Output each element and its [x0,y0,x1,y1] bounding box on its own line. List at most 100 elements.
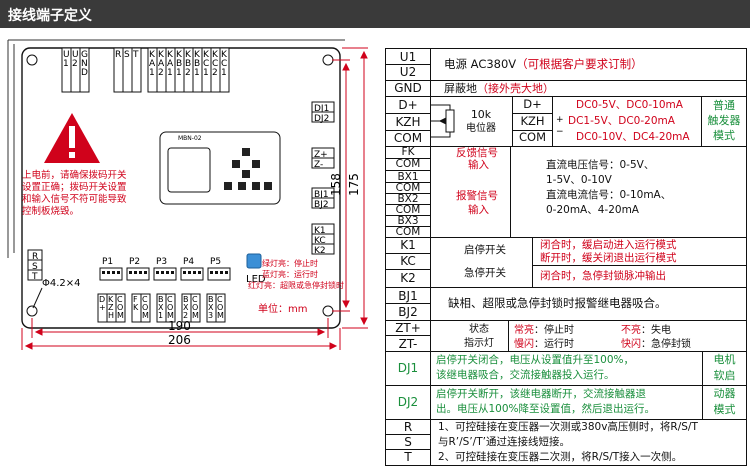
dj2-desc-1: 启停开关断开，该继电器断开，交流接触器退 [436,388,646,400]
bottom-terminal-char: K [108,295,114,304]
label-kzh: KZH [395,115,421,129]
top-terminal-char: 2 [72,59,78,69]
bottom-terminal-char: C [217,295,223,304]
label-bx3: BX3 [397,215,419,227]
led-fast: 快闪：急停封锁 [621,339,691,350]
right-terminal-label: BJ2 [314,200,329,210]
right-terminal-label: DJ2 [314,114,329,124]
led-label: LED [246,274,266,285]
top-terminal-char: K [149,50,156,60]
top-terminal-char: S [124,50,130,60]
bottom-terminal-8 [190,293,201,323]
label-com-1: COM [393,131,423,145]
left-terminal-2 [27,269,43,281]
dip-switch-0 [99,267,123,281]
warning-line-1: 上电前，请确保拨码开关 [22,169,127,181]
dip-label: P2 [129,257,140,267]
label-dj2: DJ2 [397,395,419,409]
top-terminal-char: A [167,59,174,69]
dimension-lines [21,47,368,350]
dim-206: 206 [168,333,191,347]
top-terminal-char: 1 [203,68,209,78]
pot-name: 电位器 [466,123,496,134]
top-terminal-2 [79,47,90,93]
signal-desc-1: 直流电压信号：0-5V、 [546,159,655,171]
bottom-terminal-char: H [108,311,114,320]
bottom-terminal-char: X [208,303,214,312]
mode-normal-1: 普通 [713,99,735,112]
right-terminal-label: Z+ [314,150,328,160]
bottom-terminal-char: B [183,295,189,304]
module-keypad [224,148,272,190]
right-terminal-3 [311,157,335,169]
label-u2: U2 [399,65,417,79]
status-led-name-1: 状态 [469,324,489,335]
bottom-terminal-char: O [167,303,173,312]
unit-label: 单位：mm [258,302,307,315]
right-terminal-label: K2 [314,246,326,256]
top-terminal-char: C [212,59,218,69]
label-gnd: GND [394,81,422,95]
gnd-text: 屏蔽地（接外壳大地） [444,82,554,95]
led-legend-3: 红灯亮：超限或急停封锁时 [248,280,344,290]
motor-mode-4: 模式 [713,403,736,416]
bottom-terminal-char: + [99,303,106,312]
top-terminal-char: R [115,50,121,60]
top-terminal-char: N [81,59,88,69]
top-terminal-char: K [194,50,201,60]
label-fk: FK [401,146,415,158]
label-kc: KC [400,254,416,268]
label-k2: K2 [400,271,416,285]
bottom-terminal-char: X [183,303,189,312]
label-com-bx1: COM [395,182,421,194]
dip-label: P1 [102,257,113,267]
signal-polarity-marks: +− [556,115,564,137]
signal-desc-4: 0-20mA、4-20mA [546,204,639,216]
mount-hole [26,305,38,317]
start-stop-switch: 启停开关 [464,244,506,256]
right-terminal-label: K1 [314,226,326,236]
dj2-desc-2: 出。电压从100%降至设置值，然后退出运行。 [436,403,656,415]
top-terminal-char: B [176,59,182,69]
top-terminal-char: A [158,59,165,69]
label-t: T [404,450,412,464]
svg-text:+: + [556,115,564,125]
bottom-terminal-char: C [167,295,173,304]
right-terminal-8 [311,243,335,255]
warning-line-4: 控制板烧毁。 [22,205,79,217]
mount-hole [322,54,334,66]
dip-label: P5 [210,257,221,267]
top-terminal-char: K [212,50,219,60]
led-normal: 常亮：停止时 [514,325,574,336]
right-terminal-5 [311,197,335,209]
motor-mode-1: 电机 [713,353,736,366]
bottom-terminal-char: O [217,303,223,312]
mount-hole [26,54,38,66]
bottom-terminal-char: M [217,311,224,320]
estop-desc: 闭合时，急停封锁脉冲输出 [540,270,666,282]
mode-normal-2: 触发器 [707,114,741,127]
top-terminal-char: 1 [194,68,200,78]
left-terminal-label: R [32,252,38,262]
dj1-desc-1: 启停开关闭合，电压从设置值升至100%， [436,354,635,366]
label-bj2: BJ2 [398,305,418,319]
bottom-terminal-char: K [133,303,139,312]
dip-switch-3 [180,267,204,281]
top-terminal-char: C [203,59,209,69]
bottom-terminal-char: F [133,295,138,304]
top-terminal-char: 2 [212,68,218,78]
bottom-terminal-char: O [142,303,148,312]
section-title: 接线端子定义 [8,8,92,24]
top-terminal-char: K [158,50,165,60]
feedback-text-2: 输入 [468,159,489,171]
bottom-terminal-char: 2 [183,311,188,320]
bottom-terminal-char: B [158,295,164,304]
bottom-terminal-char: D [99,295,105,304]
top-terminal-char: D [81,68,88,78]
label-s: S [404,435,412,449]
top-terminal-char: B [185,59,191,69]
dip-label: P4 [183,257,194,267]
label-r: R [403,420,413,434]
top-terminal-char: 2 [158,68,164,78]
